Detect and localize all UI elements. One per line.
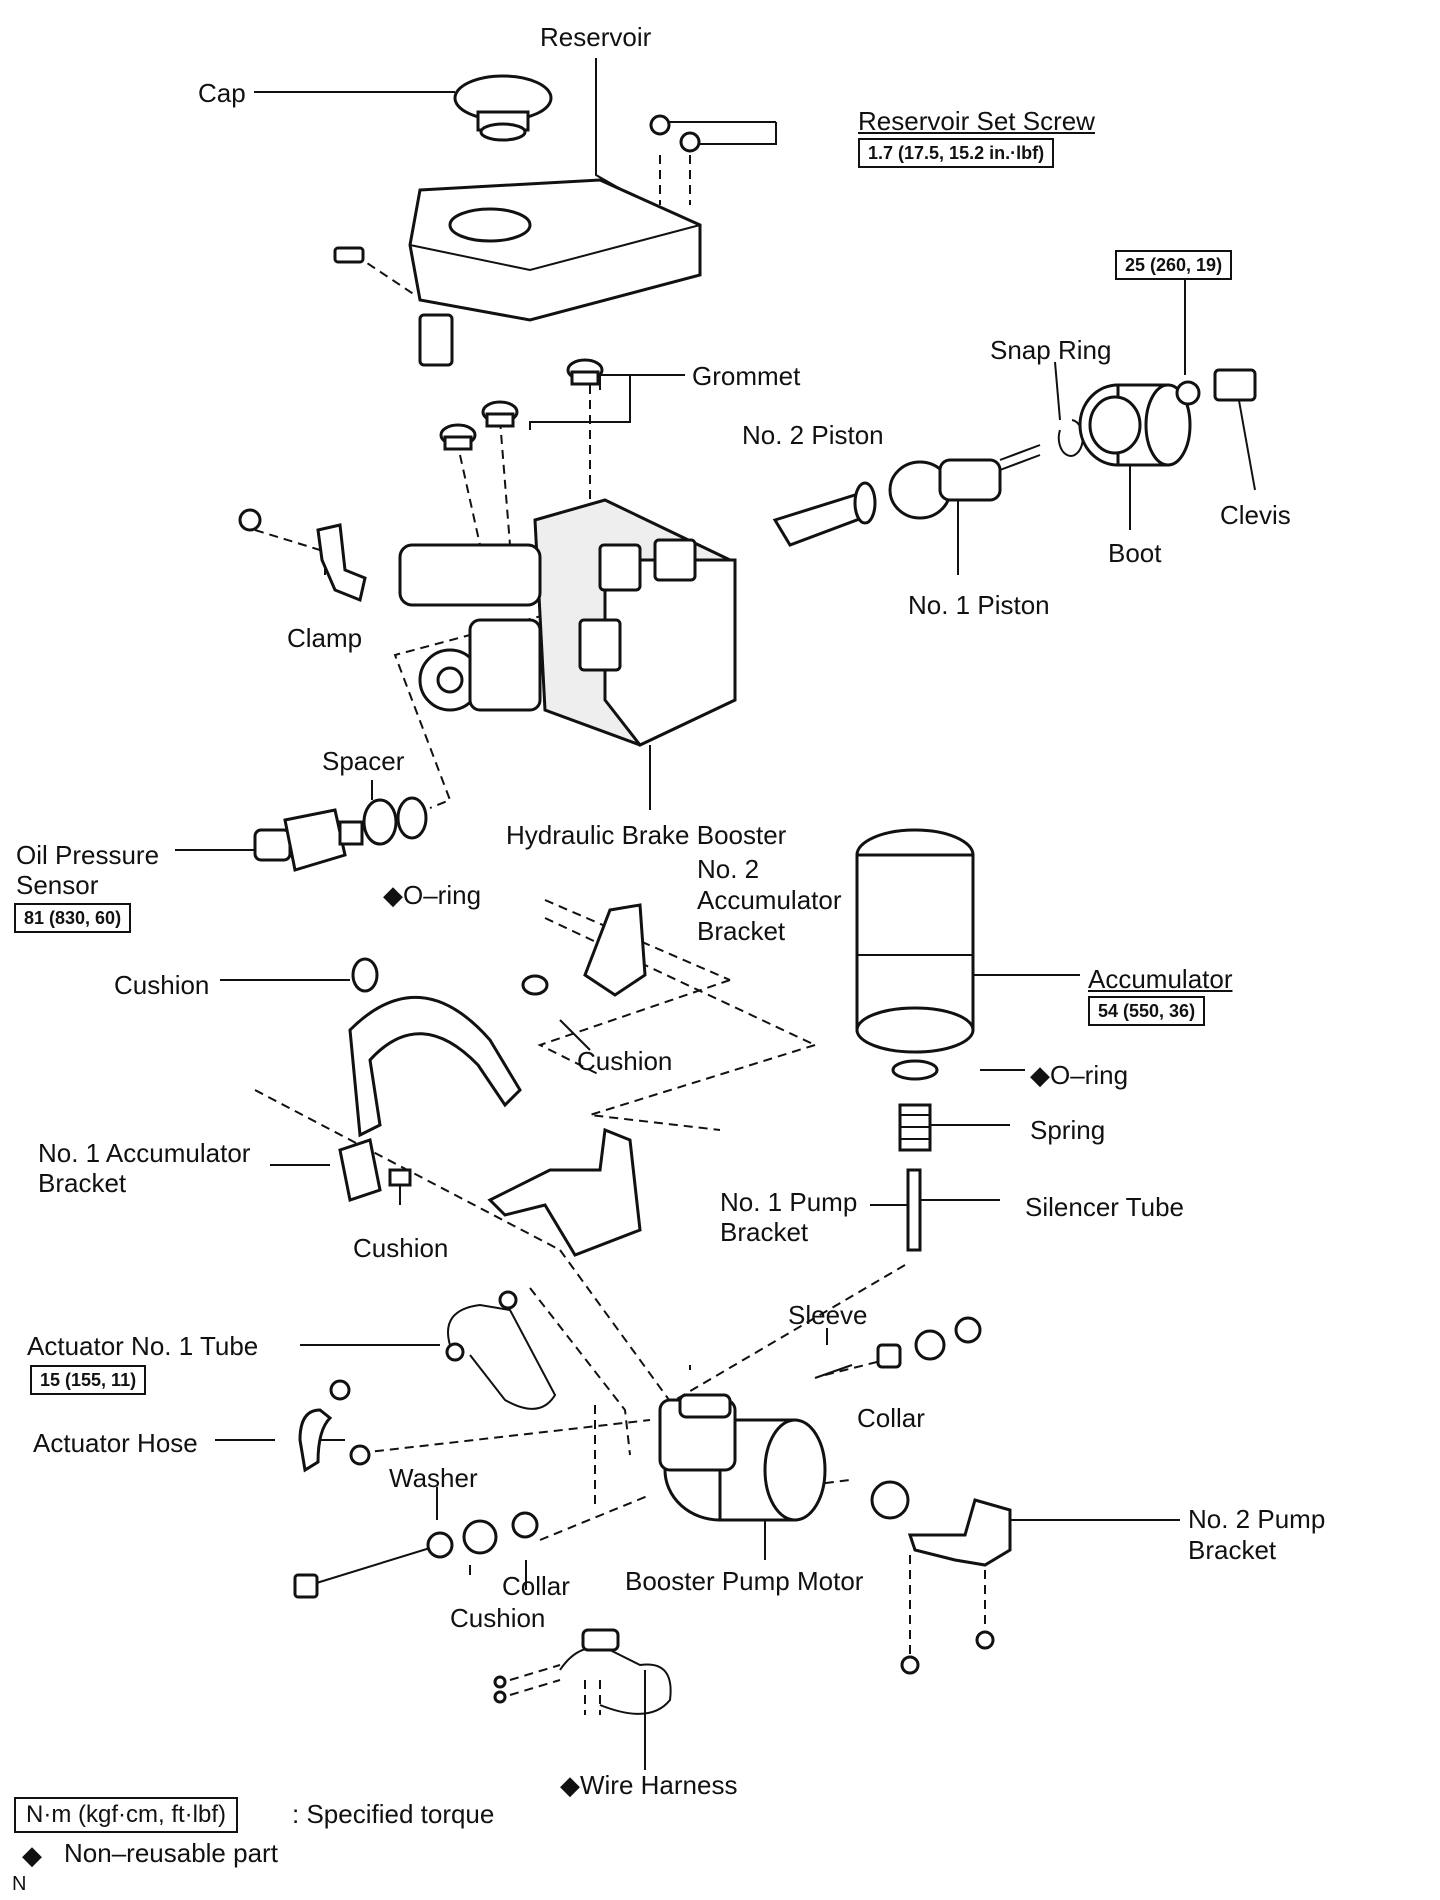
corner-mark: N: [12, 1873, 27, 1895]
torque-reservoir-set-screw: 1.7 (17.5, 15.2 in.·lbf): [858, 138, 1055, 168]
legend-nonreusable-symbol: ◆: [22, 1840, 42, 1870]
clamp-part: [238, 508, 367, 603]
legend-torque-text: : Specified torque: [292, 1799, 495, 1829]
spring-parts: [891, 1059, 939, 1252]
label-no1-pump-bracket-line2: Bracket: [720, 1217, 809, 1247]
torque-clevis-nut: 25 (260, 19): [1115, 250, 1233, 280]
label-wire-harness: ◆Wire Harness: [560, 1770, 738, 1800]
legend-nonreusable-text: Non–reusable part: [64, 1838, 278, 1868]
label-no2-pump-bracket-line2: Bracket: [1188, 1535, 1277, 1565]
label-no1-piston: No. 1 Piston: [908, 590, 1050, 620]
label-no2-pump-bracket-line1: No. 2 Pump: [1188, 1504, 1326, 1534]
washer-bolt-parts: [293, 1511, 539, 1599]
sleeve-collar-parts: [814, 1316, 982, 1520]
label-collar-1: Collar: [857, 1403, 925, 1433]
label-hydraulic-brake-booster: Hydraulic Brake Booster: [506, 820, 787, 850]
label-no2-piston: No. 2 Piston: [742, 420, 884, 450]
label-cushion-1: Cushion: [114, 970, 210, 1000]
label-no1-accumulator-bracket-line1: No. 1 Accumulator: [38, 1138, 251, 1168]
wire-harness-part: [493, 1628, 672, 1715]
label-reservoir-set-screw: Reservoir Set Screw: [858, 106, 1095, 136]
label-o-ring-2: ◆O–ring: [1030, 1060, 1129, 1090]
tube-hose-parts: [298, 1290, 557, 1473]
torque-oil-pressure-sensor: 81 (830, 60): [14, 903, 132, 933]
label-actuator-hose: Actuator Hose: [33, 1428, 198, 1458]
accumulator-part: [855, 828, 975, 1054]
label-cap: Cap: [198, 78, 246, 108]
label-grommet: Grommet: [692, 361, 801, 391]
label-accumulator: Accumulator: [1088, 964, 1233, 994]
label-oil-pressure-sensor-line1: Oil Pressure: [16, 840, 160, 870]
label-reservoir: Reservoir: [540, 22, 652, 52]
label-cushion-2: Cushion: [577, 1046, 673, 1076]
torque-accumulator: 54 (550, 36): [1088, 996, 1206, 1026]
torque-actuator-no1-tube: 15 (155, 11): [30, 1365, 147, 1395]
label-cushion-3: Cushion: [353, 1233, 449, 1263]
label-actuator-no1-tube: Actuator No. 1 Tube: [27, 1331, 259, 1361]
sensor-part: [253, 796, 428, 872]
piston-parts: [772, 444, 1041, 547]
cap-part: [453, 74, 553, 142]
legend-torque-box: N·m (kgf·cm, ft·lbf): [14, 1797, 238, 1833]
label-sleeve: Sleeve: [788, 1300, 868, 1330]
label-no2-accumulator-bracket-line1: No. 2: [697, 854, 760, 884]
label-no1-accumulator-bracket-line2: Bracket: [38, 1168, 127, 1198]
boot-part: [1078, 383, 1192, 467]
grommet-parts: [439, 358, 604, 451]
label-silencer-tube: Silencer Tube: [1025, 1192, 1184, 1222]
label-spring: Spring: [1030, 1115, 1106, 1145]
label-boot: Boot: [1108, 538, 1162, 568]
label-booster-pump-motor: Booster Pump Motor: [625, 1566, 864, 1596]
label-no1-pump-bracket-line1: No. 1 Pump: [720, 1187, 858, 1217]
clevis-part: [1175, 368, 1257, 406]
label-o-ring-1: ◆O–ring: [383, 880, 482, 910]
label-cushion-4: Cushion: [450, 1603, 546, 1633]
label-collar-2: Collar: [502, 1571, 570, 1601]
label-clamp: Clamp: [287, 623, 363, 653]
no2-pump-bracket-part: [900, 1498, 1012, 1675]
label-washer: Washer: [389, 1463, 478, 1493]
reservoir-screws: [649, 114, 701, 153]
bracket-parts: [338, 903, 647, 1257]
booster-part: [398, 498, 737, 747]
label-clevis: Clevis: [1220, 500, 1291, 530]
label-spacer: Spacer: [322, 746, 405, 776]
label-snap-ring: Snap Ring: [990, 335, 1112, 365]
label-oil-pressure-sensor-line2: Sensor: [16, 870, 99, 900]
pump-motor-part: [658, 1393, 827, 1522]
reservoir-part: [333, 178, 702, 367]
label-no2-accumulator-bracket-line2: Accumulator: [697, 885, 842, 915]
label-no2-accumulator-bracket-line3: Bracket: [697, 916, 786, 946]
